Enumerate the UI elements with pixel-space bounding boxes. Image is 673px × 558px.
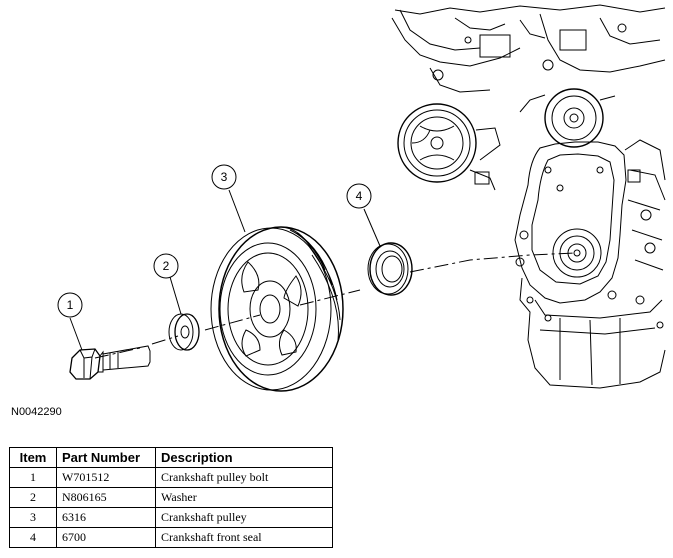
table-row: 2 N806165 Washer — [9, 487, 333, 508]
table-row: 3 6316 Crankshaft pulley — [9, 507, 333, 528]
cell-part-number: 6700 — [56, 527, 156, 548]
figure-id: N0042290 — [11, 406, 62, 418]
parts-table: Item Part Number Description 1 W701512 C… — [9, 447, 333, 548]
callout-1-label: 1 — [67, 298, 74, 312]
header-description: Description — [155, 447, 333, 468]
engine-block-illustration — [391, 4, 666, 389]
cell-part-number: 6316 — [56, 507, 156, 528]
table-row: 4 6700 Crankshaft front seal — [9, 527, 333, 548]
callout-4-circle — [346, 183, 372, 209]
cell-item: 4 — [9, 527, 57, 548]
parts-table-header-row: Item Part Number Description — [9, 447, 333, 468]
callout-4-label: 4 — [356, 189, 363, 203]
callout-1-circle — [57, 292, 83, 318]
callout-1-leader — [69, 317, 83, 351]
callout-4-leader — [363, 208, 381, 247]
header-item: Item — [9, 447, 57, 468]
cell-item: 1 — [9, 467, 57, 488]
cell-description: Washer — [155, 487, 333, 508]
callout-2-label: 2 — [163, 259, 170, 273]
callout-3-leader — [228, 189, 246, 233]
cell-part-number: W701512 — [56, 467, 156, 488]
washer-illustration — [168, 313, 200, 351]
cell-item: 2 — [9, 487, 57, 508]
alignment-centerline — [94, 252, 576, 359]
cell-description: Crankshaft front seal — [155, 527, 333, 548]
cell-item: 3 — [9, 507, 57, 528]
header-part-number: Part Number — [56, 447, 156, 468]
crankshaft-pulley-illustration — [210, 226, 344, 392]
exploded-view-diagram: 1 2 3 4 — [57, 4, 666, 392]
cell-description: Crankshaft pulley — [155, 507, 333, 528]
callout-3-label: 3 — [221, 170, 228, 184]
crankshaft-front-seal-illustration — [367, 242, 413, 296]
crankshaft-pulley-bolt-illustration — [69, 345, 151, 380]
callout-2-circle — [153, 253, 179, 279]
callout-3-circle — [211, 164, 237, 190]
callout-2-leader — [169, 276, 182, 315]
cell-description: Crankshaft pulley bolt — [155, 467, 333, 488]
table-row: 1 W701512 Crankshaft pulley bolt — [9, 467, 333, 488]
cell-part-number: N806165 — [56, 487, 156, 508]
